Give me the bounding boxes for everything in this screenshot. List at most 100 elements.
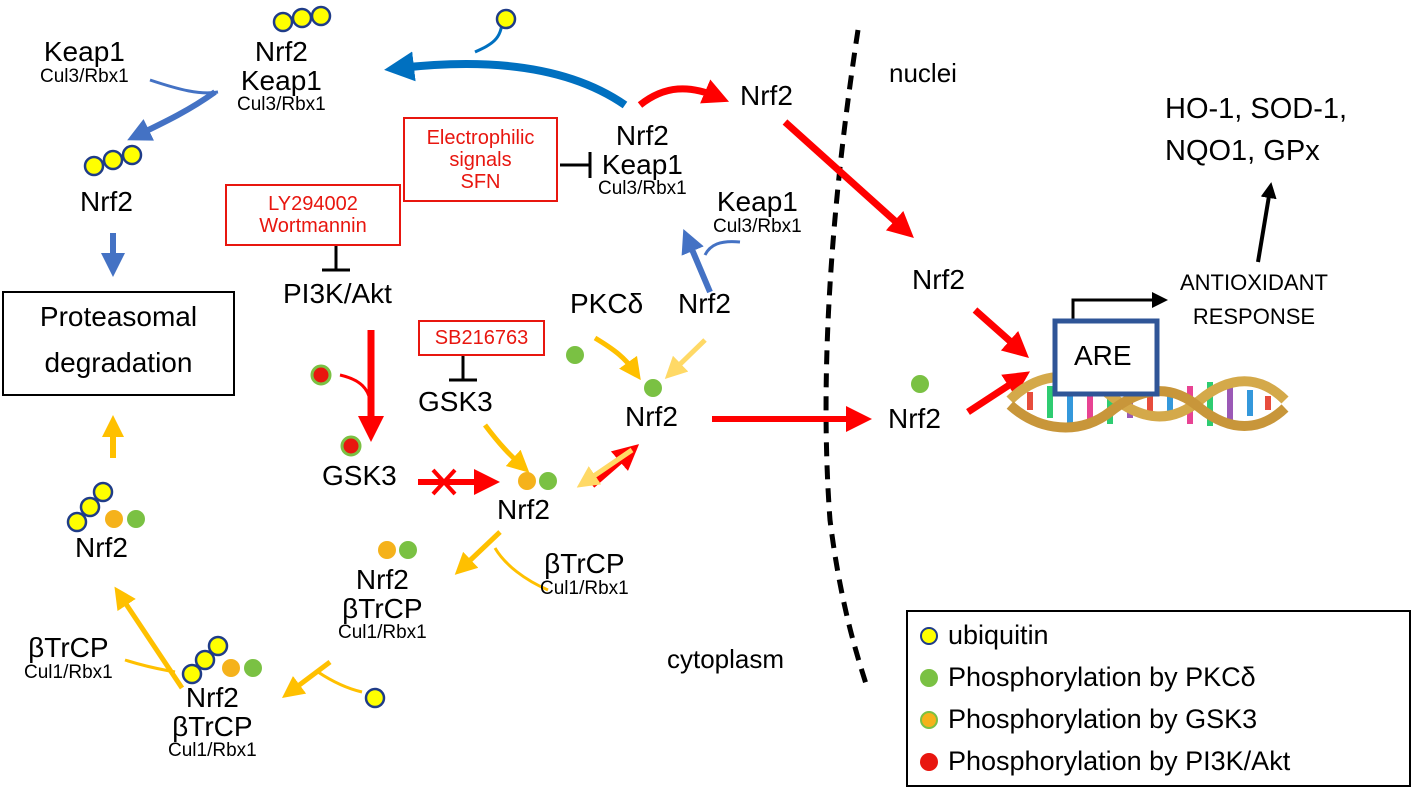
ubiquitin-cluster-left: [83, 144, 143, 177]
are-box: [1052, 318, 1160, 397]
legend-row-pkc: Phosphorylation by PKCδ: [920, 662, 1256, 693]
btrcp-complex2: Nrf2 βTrCP Cul1/Rbx1: [168, 682, 257, 762]
legend-row-ubiquitin: ubiquitin: [920, 620, 1049, 651]
arrow-red-nrf2-to-are1: [972, 307, 1029, 358]
response-line2: RESPONSE: [1192, 304, 1316, 330]
arrow-orange-nrf2-to-btrcp: [454, 530, 502, 575]
keap1-right-label: Keap1: [716, 186, 798, 217]
genes-line2: NQO1, GPx: [1165, 135, 1320, 168]
pkc-label: PKCδ: [570, 288, 644, 319]
electrophilic-line3: SFN: [460, 170, 501, 193]
nrf2-ubiquitinated-top: Nrf2: [80, 186, 133, 217]
block-cross: [431, 468, 457, 496]
btrcp-free: βTrCP Cul1/Rbx1: [540, 549, 629, 599]
legend: ubiquitin Phosphorylation by PKCδ Phosph…: [906, 610, 1411, 787]
electrophilic-line1: Electrophilic: [426, 126, 535, 149]
complex-nrf2-label: Nrf2: [254, 36, 308, 67]
legend-label-gsk3: Phosphorylation by GSK3: [948, 704, 1258, 734]
arrow-ub-join-orange: [317, 670, 363, 694]
ly294002-box: LY294002 Wortmannin: [225, 184, 401, 246]
arrow-orange-to-complex2: [282, 660, 332, 698]
pi3k-dot-free: [310, 364, 332, 386]
arrow-response-to-genes: [1256, 182, 1277, 263]
keap1-sub: Cul3/Rbx1: [40, 65, 129, 87]
keap1-free-left: Keap1 Cul3/Rbx1: [40, 36, 129, 87]
gsk3-upper-label: GSK3: [418, 386, 493, 417]
proteasome-line1: Proteasomal: [39, 301, 198, 332]
complex2-nrf2: Nrf2: [185, 682, 239, 713]
nrf2-ub-left: Nrf2: [75, 532, 128, 563]
nrf2-both-label: Nrf2: [497, 494, 550, 525]
arrow-red-nrf2-to-are2: [966, 371, 1031, 415]
keap1-label: Keap1: [43, 36, 125, 67]
keap1-right-sub: Cul3/Rbx1: [713, 215, 802, 237]
arrow-lorange-back: [576, 447, 634, 488]
nrf2-free-right: Nrf2: [678, 288, 731, 319]
ubiquitin-free-bottom: [364, 687, 386, 709]
complex1-btrcp: βTrCP: [342, 592, 423, 624]
gsk3-lower-label: GSK3: [322, 460, 397, 491]
sb-label: SB216763: [434, 327, 529, 349]
legend-label-ubiquitin: ubiquitin: [948, 620, 1049, 650]
ubiquitin-cluster-complex2: [181, 635, 229, 685]
nrf2-keap1-complex-top: Nrf2 Keap1 Cul3/Rbx1: [237, 36, 326, 114]
response-line1: ANTIOXIDANT: [1180, 270, 1328, 295]
electrophilic-line2: signals: [449, 148, 512, 171]
arrow-gsk3-to-nrf2: [483, 423, 530, 473]
arrow-keap1-right-join: [703, 240, 741, 256]
legend-label-pkc: Phosphorylation by PKCδ: [948, 662, 1256, 692]
ubiquitin-cluster-nrf2-left: [66, 481, 114, 533]
arrow-btrcp-left-join: [124, 658, 176, 674]
pkc-dot-center: [539, 472, 557, 490]
arrow-orange-to-ub-nrf2: [114, 586, 185, 690]
arrow-blue-to-ub-nrf2: [127, 89, 217, 141]
pi3k-dot-icon: [920, 752, 938, 771]
ly-line2: Wortmannin: [259, 215, 367, 237]
btrcp-left-sub: Cul1/Rbx1: [24, 661, 113, 683]
legend-label-pi3k: Phosphorylation by PI3K/Akt: [948, 746, 1291, 776]
compartment-cytoplasm: cytoplasm: [667, 644, 785, 674]
arrow-big-blue-top: [384, 51, 628, 109]
compartment-nuclei: nuclei: [889, 58, 957, 88]
arrow-nrf2-to-nrf2pkc: [664, 338, 707, 379]
ubiquitin-dot-icon: [920, 626, 938, 645]
nuclear-membrane: [823, 29, 871, 691]
pkc-dot-nucleus: [911, 375, 929, 393]
gsk3-dot-nrf2-left: [105, 510, 123, 528]
arrow-red-release: [637, 79, 730, 108]
antioxidant-response: ANTIOXIDANT RESPONSE: [1180, 266, 1328, 334]
btrcp-free-sub: Cul1/Rbx1: [540, 577, 629, 599]
complex2-sub: Cul1/Rbx1: [168, 740, 257, 762]
nrf2-nucleus-upper: Nrf2: [912, 264, 965, 295]
center-nrf2: Nrf2: [615, 120, 669, 151]
pkc-dot-nrf2: [644, 379, 662, 397]
proteasome-box: Proteasomal degradation: [2, 291, 235, 396]
arrow-keap1-join: [149, 78, 219, 95]
gsk3-dot-center: [518, 472, 536, 490]
inhibit-ly: [322, 246, 350, 272]
center-sub: Cul3/Rbx1: [598, 178, 687, 200]
pi3k-akt-label: PI3K/Akt: [283, 278, 392, 309]
are-transcription-arrow: [1071, 292, 1168, 320]
target-genes: HO-1, SOD-1, NQO1, GPx: [1165, 88, 1347, 172]
complex-keap1-label: Keap1: [240, 64, 322, 96]
ubiquitin-free-top: [495, 8, 517, 30]
arrow-btrcp-join: [493, 547, 549, 592]
center-keap1: Keap1: [601, 148, 683, 180]
pkc-dot-nrf2-left: [127, 510, 145, 528]
electrophilic-box: Electrophilic signals SFN: [403, 117, 558, 202]
inhibit-sb: [449, 356, 477, 382]
btrcp-left-label: βTrCP: [28, 632, 109, 663]
proteasome-line2: degradation: [44, 347, 193, 378]
nrf2-nucleus-lower: Nrf2: [888, 403, 941, 434]
pkc-dot-complex2: [244, 659, 262, 677]
arrow-pkc-to-nrf2: [593, 335, 641, 381]
ubiquitin-cluster-top: [272, 5, 332, 33]
inhibit-electrophilic: [560, 152, 592, 178]
gsk3-dot-btrcp1: [378, 541, 396, 559]
ly-line1: LY294002: [268, 193, 358, 215]
btrcp-complex1: Nrf2 βTrCP Cul1/Rbx1: [338, 565, 427, 642]
btrcp-left: βTrCP Cul1/Rbx1: [24, 632, 113, 683]
legend-row-pi3k: Phosphorylation by PI3K/Akt: [920, 746, 1290, 777]
